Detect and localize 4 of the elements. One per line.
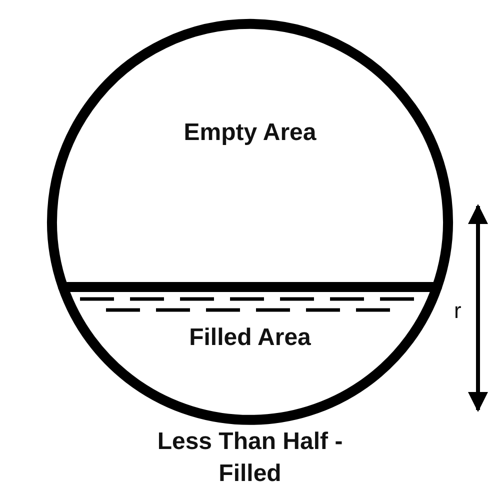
area-label: Filled Area [189,324,311,352]
caption: Less Than Half - Filled [156,427,344,489]
dimension-label: r [454,298,462,324]
area-label: Empty Area [184,119,316,147]
